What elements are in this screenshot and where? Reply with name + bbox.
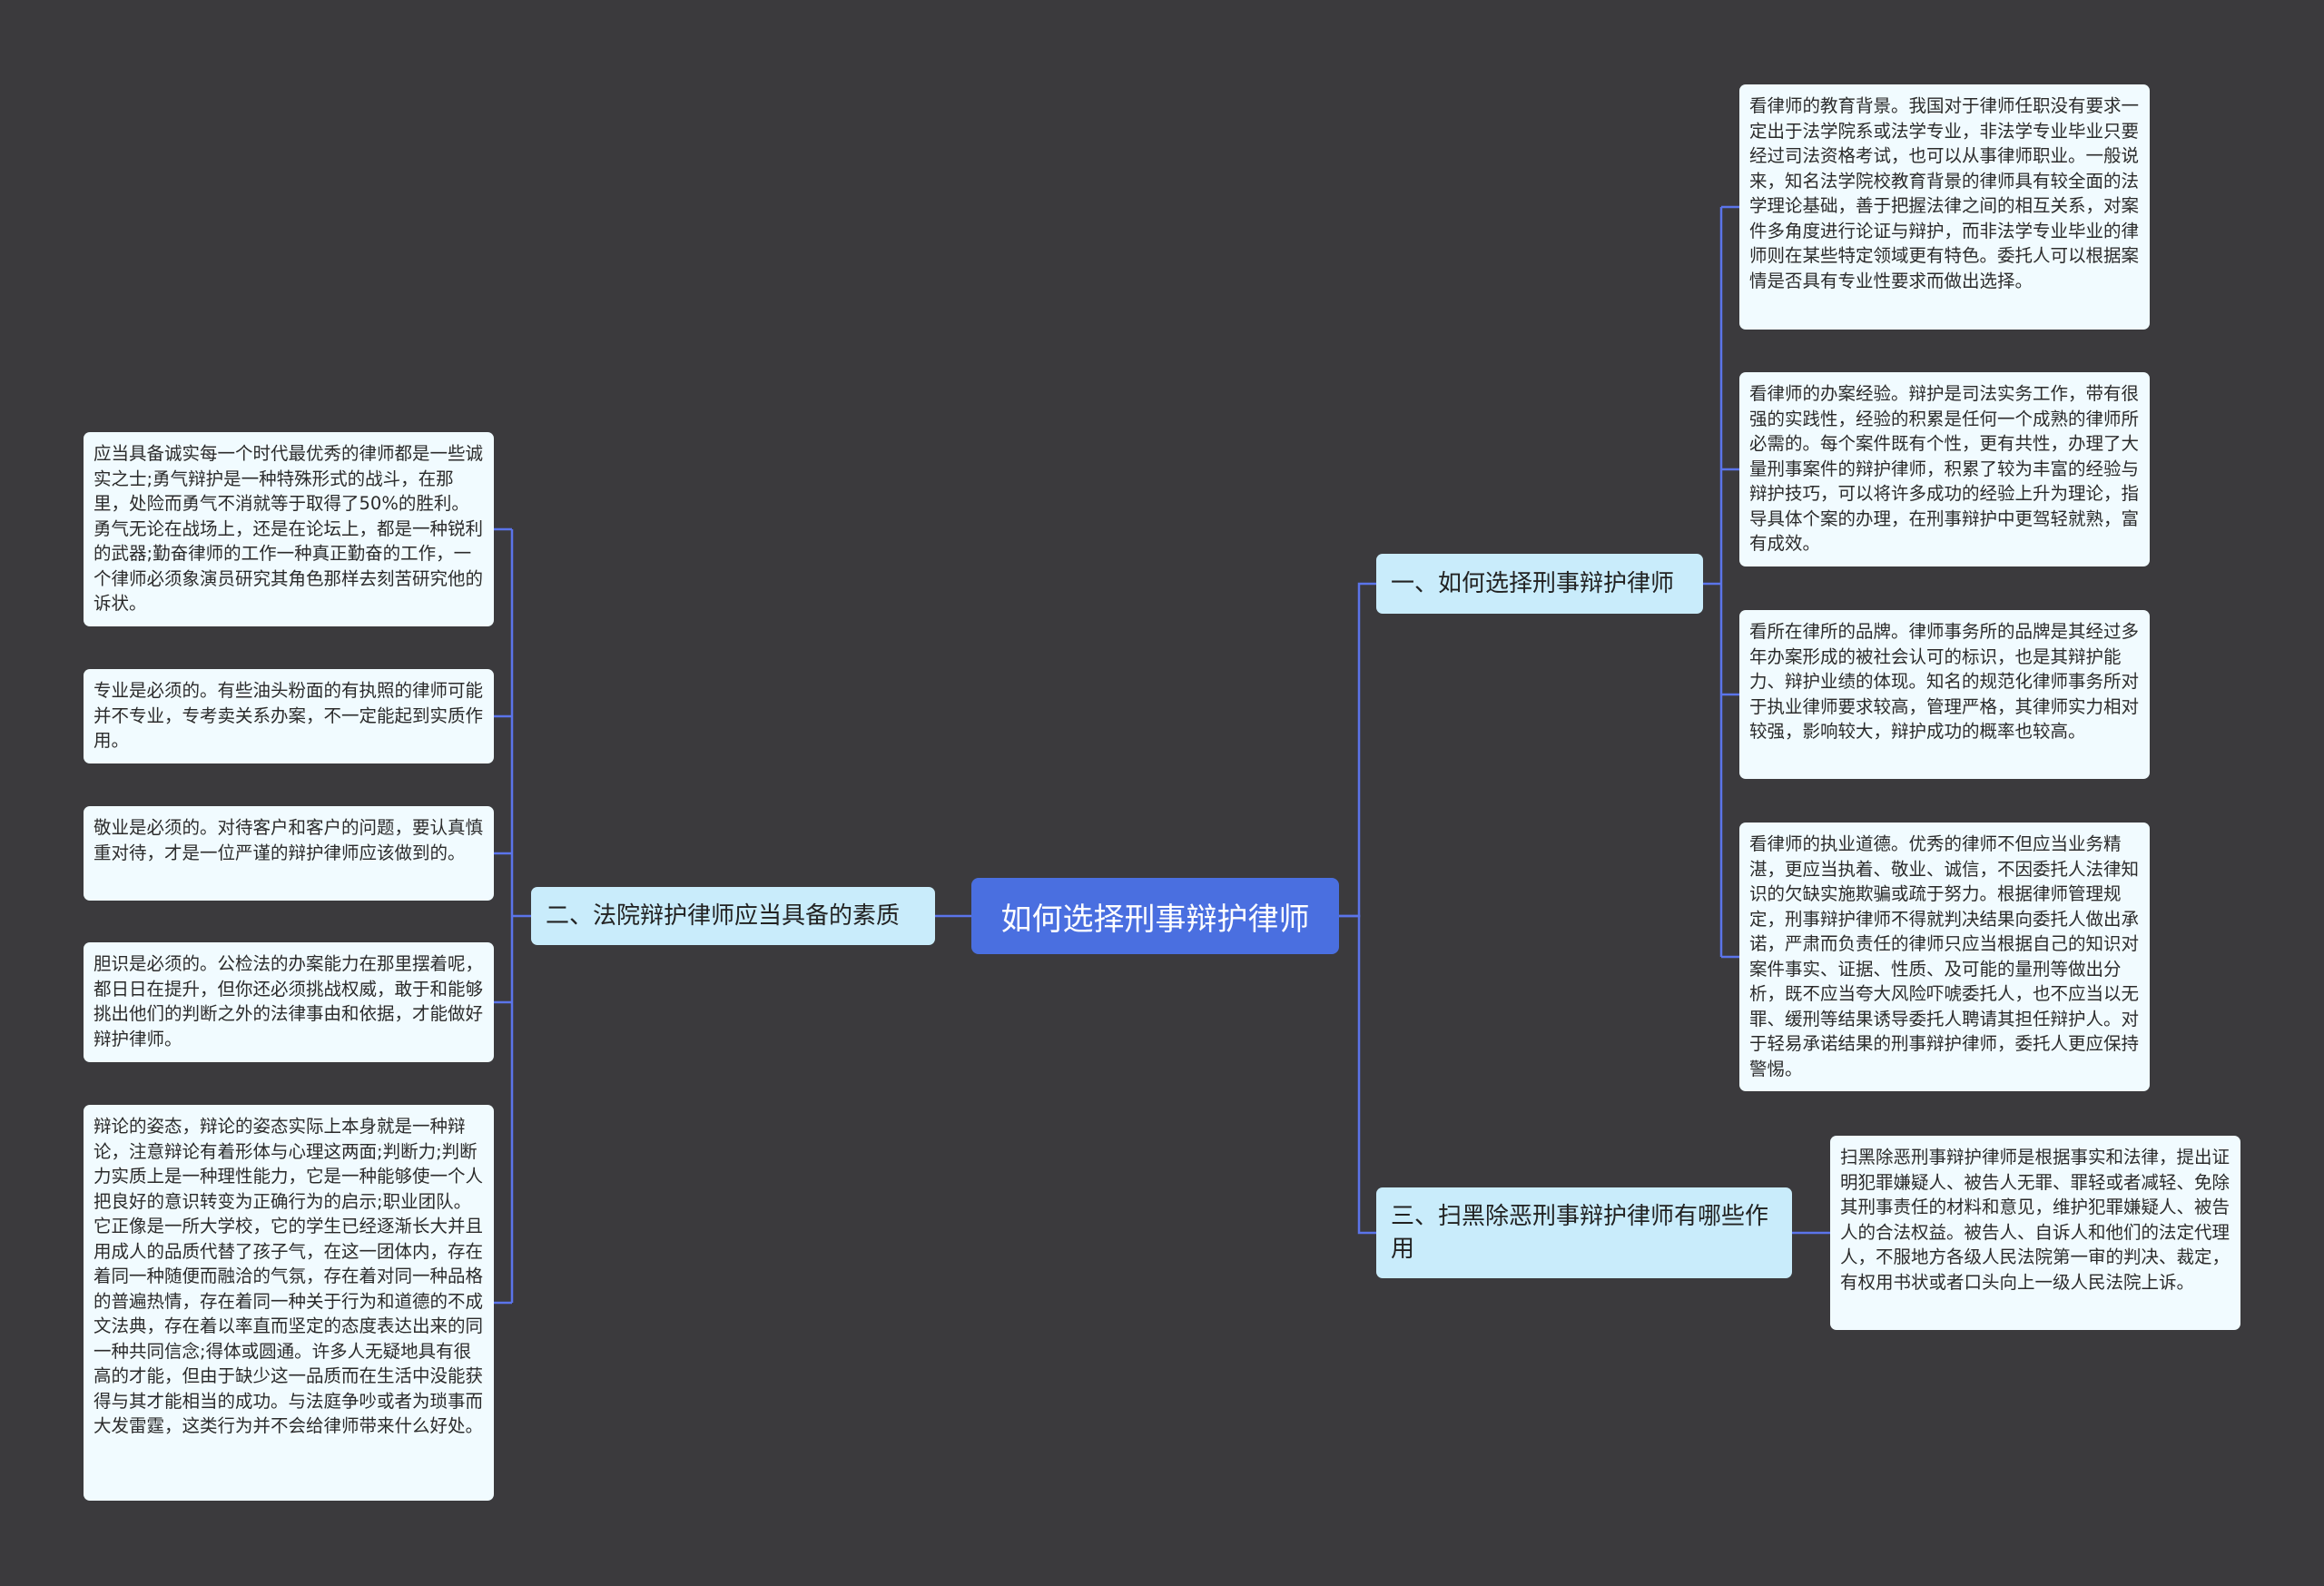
leaf-boldness[interactable]: 胆识是必须的。公检法的办案能力在那里摆着呢，都日日在提升，但你还必须挑战权威，敢… bbox=[84, 942, 494, 1062]
branch-topic-1[interactable]: 一、如何选择刑事辩护律师 bbox=[1376, 554, 1703, 614]
connector-root-branch-1 bbox=[1339, 582, 1376, 918]
branch-topic-3[interactable]: 三、扫黑除恶刑事辩护律师有哪些作用 bbox=[1376, 1187, 1792, 1278]
leaf-professionalism[interactable]: 专业是必须的。有些油头粉面的有执照的律师可能并不专业，专考卖关系办案，不一定能起… bbox=[84, 669, 494, 763]
branch-topic-label: 二、法院辩护律师应当具备的素质 bbox=[546, 902, 901, 930]
branch-topic-label: 三、扫黑除恶刑事辩护律师有哪些作用 bbox=[1391, 1203, 1769, 1263]
leaf-case-experience[interactable]: 看律师的办案经验。辩护是司法实务工作，带有很强的实践性，经验的积累是任何一个成熟… bbox=[1739, 372, 2150, 566]
connector-root-branch-3 bbox=[1339, 914, 1376, 1235]
central-topic-label: 如何选择刑事辩护律师 bbox=[1000, 901, 1310, 938]
connector-branch-2-leaves bbox=[494, 527, 531, 1305]
leaf-professional-ethics[interactable]: 看律师的执业道德。优秀的律师不但应当业务精湛，更应当执着、敬业、诚信，不因委托人… bbox=[1739, 823, 2150, 1091]
leaf-dedication[interactable]: 敬业是必须的。对待客户和客户的问题，要认真慎重对待，才是一位严谨的辩护律师应该做… bbox=[84, 806, 494, 901]
central-topic[interactable]: 如何选择刑事辩护律师 bbox=[971, 878, 1339, 954]
branch-topic-2[interactable]: 二、法院辩护律师应当具备的素质 bbox=[531, 887, 935, 945]
leaf-firm-brand[interactable]: 看所在律所的品牌。律师事务所的品牌是其经过多年办案形成的被社会认可的标识，也是其… bbox=[1739, 610, 2150, 779]
branch-topic-label: 一、如何选择刑事辩护律师 bbox=[1391, 570, 1675, 597]
leaf-debate-posture[interactable]: 辩论的姿态，辩论的姿态实际上本身就是一种辩论，注意辩论有着形体与心理这两面;判断… bbox=[84, 1105, 494, 1501]
connector-branch-1-leaves bbox=[1703, 205, 1739, 959]
leaf-education-background[interactable]: 看律师的教育背景。我国对于律师任职没有要求一定出于法学院系或法学专业，非法学专业… bbox=[1739, 84, 2150, 330]
leaf-gang-crime-defense-role[interactable]: 扫黑除恶刑事辩护律师是根据事实和法律，提出证明犯罪嫌疑人、被告人无罪、罪轻或者减… bbox=[1830, 1136, 2240, 1330]
leaf-honesty-courage[interactable]: 应当具备诚实每一个时代最优秀的律师都是一些诚实之士;勇气辩护是一种特殊形式的战斗… bbox=[84, 432, 494, 626]
